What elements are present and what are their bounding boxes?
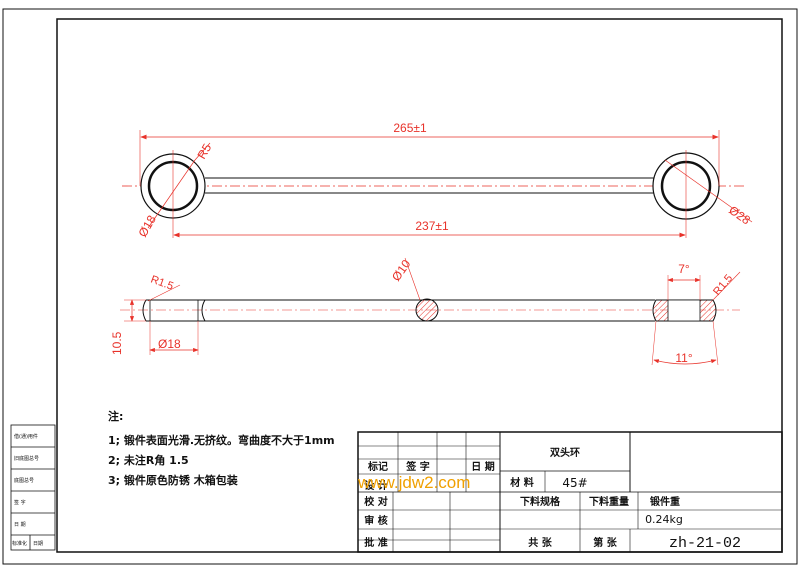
dim-top-fillet: R5 xyxy=(194,141,214,162)
title-weight-label: 锻件重 xyxy=(650,495,680,508)
dim-angle-inner: 7° xyxy=(678,262,690,276)
title-date: 日 期 xyxy=(471,460,494,473)
title-blank-weight: 下料重量 xyxy=(589,495,629,508)
title-material-value: 45# xyxy=(562,476,587,490)
dim-left-height: 10.5 xyxy=(110,331,124,355)
outer-border xyxy=(2,8,798,565)
top-view xyxy=(122,130,753,238)
title-blank-spec: 下料规格 xyxy=(520,495,561,508)
dim-right-fillet: R1.5 xyxy=(711,272,735,298)
dim-angle-outer: 11° xyxy=(675,351,692,365)
note-item-3: 3; 锻件原色防锈 木箱包装 xyxy=(108,473,238,487)
notes-heading: 注: xyxy=(108,409,123,423)
note-item-1: 1; 锻件表面光滑.无挤纹。弯曲度不大于1mm xyxy=(108,433,335,447)
dim-shank-dia: Ø10 xyxy=(389,257,414,284)
watermark: www.jdw2.com xyxy=(357,473,470,492)
side-strip-cell-4: 签 字 xyxy=(14,499,26,506)
side-strip-standardize: 标准化 xyxy=(12,540,27,547)
side-view xyxy=(120,257,741,366)
title-weight-value: 0.24kg xyxy=(645,513,683,526)
title-check: 校 对 xyxy=(364,495,387,508)
side-strip-cell-2: 旧底图总号 xyxy=(14,455,39,462)
side-strip-date: 日期 xyxy=(33,541,43,547)
title-drawing-number: zh-21-02 xyxy=(669,535,741,552)
side-strip-cell-5: 日 期 xyxy=(14,522,26,528)
side-strip-cell-3: 底图总号 xyxy=(14,477,34,484)
side-strip xyxy=(10,424,56,551)
dim-overall-text: 265±1 xyxy=(393,121,427,135)
title-material-label: 材 料 xyxy=(510,476,533,489)
shank-section xyxy=(415,298,439,322)
title-sheet-no: 第 张 xyxy=(593,536,617,549)
title-design: 设 计 xyxy=(364,479,387,492)
dim-left-end-dia: Ø18 xyxy=(158,337,181,351)
title-sign: 签 字 xyxy=(405,460,429,473)
note-item-2: 2; 未注R角 1.5 xyxy=(108,453,189,467)
dim-left-fillet: R1.5 xyxy=(149,274,175,293)
title-approve: 批 准 xyxy=(364,536,387,549)
title-total-sheets: 共 张 xyxy=(528,536,552,549)
title-part-name: 双头环 xyxy=(550,446,580,459)
title-mark: 标记 xyxy=(367,460,388,473)
side-strip-cell-1: 借(通)用件 xyxy=(14,433,38,440)
dim-center-text: 237±1 xyxy=(415,219,449,233)
title-block xyxy=(357,431,783,553)
title-review: 审 核 xyxy=(364,514,387,527)
